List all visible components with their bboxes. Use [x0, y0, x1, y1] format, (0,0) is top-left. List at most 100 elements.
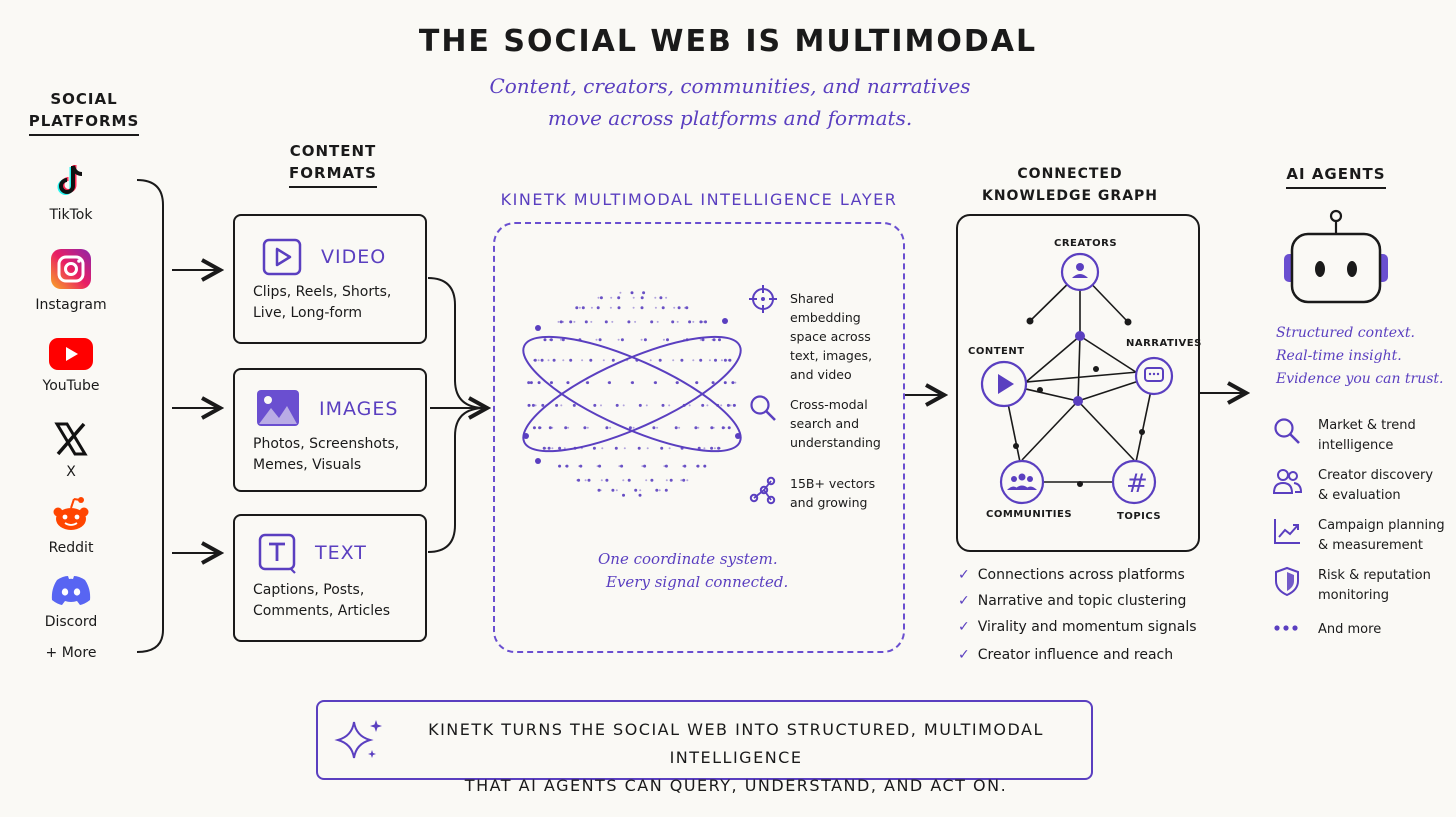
formats-heading-line-2: FORMATS [289, 162, 377, 188]
node-label-topics: TOPICS [1117, 511, 1162, 522]
platforms-heading-line-1: SOCIAL [50, 90, 118, 108]
format-card-images[interactable]: IMAGES Photos, Screenshots, Memes, Visua… [233, 368, 427, 492]
graph-heading-line-2: KNOWLEDGE GRAPH [981, 188, 1159, 204]
video-play-icon [262, 238, 302, 276]
platform-label: Instagram [35, 297, 107, 313]
platform-label: YouTube [42, 378, 100, 394]
discord-icon [51, 576, 91, 605]
use-text-line: & evaluation [1318, 488, 1401, 503]
use-text-line: Risk & reputation [1318, 568, 1431, 583]
graph-check-item: ✓Narrative and topic clustering [958, 593, 1186, 609]
format-description: Clips, Reels, Shorts, Live, Long-form [253, 282, 391, 324]
knowledge-graph-panel [956, 214, 1200, 552]
platform-label: TikTok [49, 207, 93, 223]
platform-label: X [66, 464, 76, 480]
robot-icon [1284, 209, 1388, 304]
subtitle-line-1: Content, creators, communities, and narr… [489, 74, 971, 98]
use-text: Market & trend intelligence [1318, 416, 1416, 456]
platform-reddit[interactable]: Reddit [30, 494, 112, 556]
use-text: Campaign planning & measurement [1318, 516, 1445, 556]
graph-check-item: ✓Virality and momentum signals [958, 619, 1197, 635]
embedding-sphere-icon [522, 291, 742, 497]
format-card-text[interactable]: TEXT Captions, Posts, Comments, Articles [233, 514, 427, 642]
use-text: Risk & reputation monitoring [1318, 566, 1431, 606]
format-title: VIDEO [321, 246, 387, 268]
svg-text:#: # [1126, 469, 1148, 499]
use-text-line: intelligence [1318, 438, 1394, 453]
platform-instagram[interactable]: Instagram [30, 249, 112, 313]
slogan-line-2: Every signal connected. [606, 573, 789, 591]
layer-slogan: One coordinate system. Every signal conn… [560, 548, 830, 594]
dots-icon [1274, 625, 1298, 631]
platform-tiktok[interactable]: TikTok [30, 163, 112, 223]
format-description-line: Photos, Screenshots, [253, 436, 400, 452]
agents-heading-text: AI AGENTS [1286, 163, 1386, 189]
intelligence-layer-panel [493, 222, 905, 653]
feature-line: search and [790, 416, 860, 431]
node-label-communities: COMMUNITIES [986, 509, 1073, 520]
platform-label: Discord [44, 614, 98, 630]
platform-discord[interactable]: Discord [30, 574, 112, 630]
platform-youtube[interactable]: YouTube [30, 338, 112, 394]
agent-value-lines: Structured context. Real-time insight. E… [1276, 322, 1444, 391]
reddit-icon [53, 497, 89, 530]
format-description-line: Clips, Reels, Shorts, [253, 284, 392, 300]
x-logo-icon [54, 422, 88, 456]
feature-line: text, images, [790, 348, 873, 363]
agent-use-creator: Creator discovery & evaluation [1272, 466, 1452, 506]
check-text: Virality and momentum signals [977, 619, 1197, 635]
platform-label: + More [45, 645, 97, 661]
subtitle-line-2: move across platforms and formats. [547, 106, 913, 130]
formats-heading-line-1: CONTENT [289, 142, 377, 160]
bottom-banner: KINETK TURNS THE SOCIAL WEB INTO STRUCTU… [316, 700, 1093, 795]
feature-line: 15B+ vectors [790, 476, 876, 491]
format-description-line: Comments, Articles [253, 603, 390, 619]
layer-title: KINETK MULTIMODAL INTELLIGENCE LAYER [500, 190, 898, 209]
agent-value-line: Evidence you can trust. [1276, 371, 1444, 387]
use-text-line: Market & trend [1318, 418, 1416, 433]
banner-text: KINETK TURNS THE SOCIAL WEB INTO STRUCTU… [406, 716, 1066, 800]
feature-line: Cross-modal [790, 397, 868, 412]
chart-icon [1274, 519, 1300, 544]
instagram-icon [51, 249, 91, 289]
search-icon [1274, 418, 1300, 444]
graph-heading-line-1: CONNECTED [1017, 166, 1123, 182]
feature-line: and growing [790, 495, 868, 510]
banner-line-1: KINETK TURNS THE SOCIAL WEB INTO STRUCTU… [428, 720, 1044, 767]
format-description: Photos, Screenshots, Memes, Visuals [253, 434, 399, 476]
use-text: Creator discovery & evaluation [1318, 466, 1433, 506]
use-text-line: & measurement [1318, 538, 1423, 553]
agent-value-line: Structured context. [1276, 325, 1415, 341]
use-text-line: monitoring [1318, 588, 1389, 603]
platform-x[interactable]: X [30, 422, 112, 480]
feature-line: and video [790, 367, 852, 382]
check-icon: ✓ [958, 647, 970, 663]
platform-more[interactable]: + More [30, 645, 112, 661]
formats-heading: CONTENT FORMATS [263, 140, 403, 188]
use-text-line: And more [1318, 622, 1382, 637]
agent-use-more: And more [1272, 620, 1452, 660]
youtube-icon [49, 338, 93, 370]
use-text-line: Campaign planning [1318, 518, 1445, 533]
format-card-video[interactable]: VIDEO Clips, Reels, Shorts, Live, Long-f… [233, 214, 427, 344]
knowledge-graph: # [980, 252, 1174, 505]
feature-line: space across [790, 329, 871, 344]
magnifier-icon [750, 395, 776, 421]
shield-icon [1275, 566, 1299, 596]
node-label-narratives: NARRATIVES [1126, 338, 1202, 349]
graph-check-item: ✓ Creator influence and reach [958, 647, 1173, 663]
format-title: IMAGES [319, 398, 399, 420]
slogan-line-1: One coordinate system. [598, 550, 778, 568]
check-icon: ✓ [958, 593, 970, 609]
format-title: TEXT [315, 542, 367, 564]
agent-value-line: Real-time insight. [1276, 348, 1402, 364]
check-text: Creator influence and reach [977, 647, 1174, 663]
agent-use-risk: Risk & reputation monitoring [1272, 566, 1452, 606]
layer-feature-embedding: Shared embedding space across text, imag… [790, 289, 900, 384]
graph-check-item: ✓Connections across platforms [958, 567, 1185, 583]
agent-use-campaign: Campaign planning & measurement [1272, 516, 1452, 556]
agents-heading: AI AGENTS [1276, 163, 1396, 189]
format-description: Captions, Posts, Comments, Articles [253, 580, 390, 622]
layer-feature-vectors: 15B+ vectors and growing [790, 474, 900, 512]
